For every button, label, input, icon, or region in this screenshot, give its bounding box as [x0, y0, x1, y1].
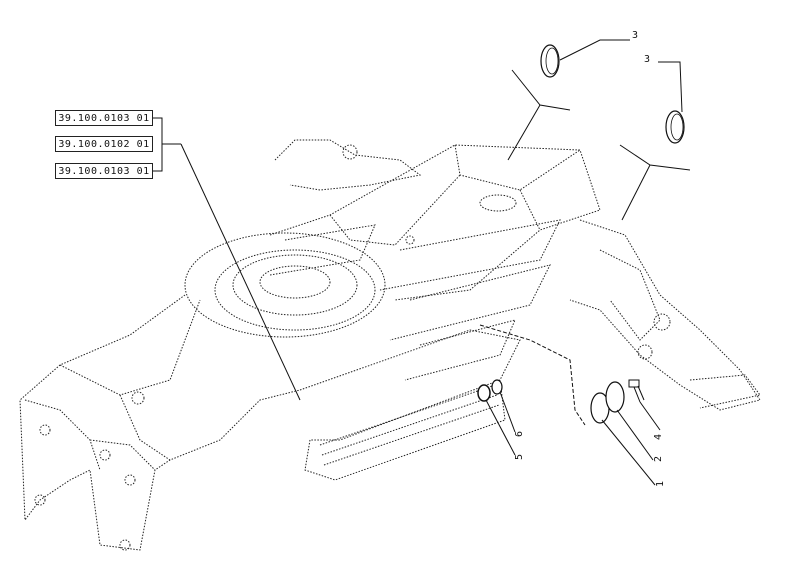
callout-2: 2 — [653, 456, 664, 462]
nut-part-5 — [477, 384, 491, 402]
callout-5: 5 — [514, 454, 525, 460]
main-frame — [19, 139, 761, 551]
callout-3a: 3 — [632, 30, 638, 41]
pad-part-2 — [605, 381, 625, 413]
assembly-path — [479, 324, 586, 426]
leader-lines — [485, 39, 691, 486]
pad-part-3b — [665, 110, 685, 144]
reference-bracket — [153, 117, 301, 401]
callout-3b: 3 — [644, 54, 650, 65]
callout-1: 1 — [655, 481, 666, 487]
callout-6: 6 — [514, 431, 525, 437]
reference-code-1: 39.100.0103 01 — [55, 110, 153, 126]
reference-code-2: 39.100.0102 01 — [55, 136, 153, 152]
nut-part-6 — [491, 379, 503, 395]
bolt-part-4 — [628, 379, 645, 403]
pad-part-3a — [540, 44, 560, 78]
callout-4: 4 — [653, 434, 664, 440]
reference-code-3: 39.100.0103 01 — [55, 163, 153, 179]
